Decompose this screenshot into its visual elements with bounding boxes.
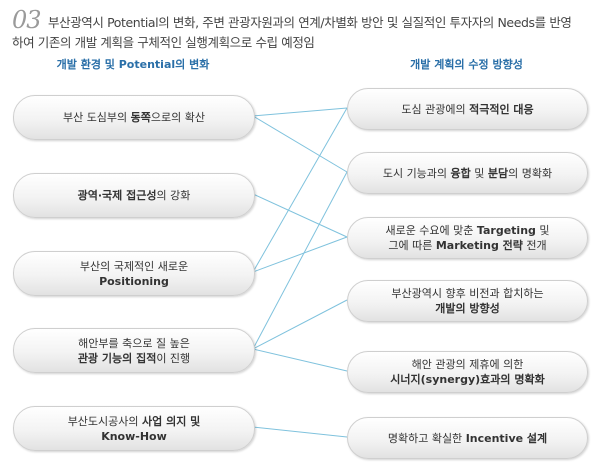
left-box-2-bold: 광역·국제 접근성 [77,189,157,202]
right-box-3-bold2: Marketing 전략 [435,239,523,252]
header-line-2: 하여 기존의 개발 계획을 구체적인 실행계획으로 수립 예정임 [12,35,315,50]
header-line-1: 부산광역시 Potential의 변화, 주변 관광자원과의 연계/차별화 방안… [48,15,572,30]
right-box-1-pre: 도심 관광에의 [401,102,470,116]
right-box-2-pre: 도시 기능과의 [382,166,451,180]
left-box-4-line1: 해안부를 축으로 질 높은 [78,336,190,350]
right-box-2-bold: 융합 [450,166,471,180]
right-box-2-post: 의 명확화 [508,166,553,180]
section-number: 03 [12,6,42,34]
connector-6 [252,171,348,350]
right-box-3: 새로운 수요에 맞춘 Targeting 및 그에 따른 Marketing 전… [347,217,588,259]
right-box-1-bold: 적극적인 대응 [469,102,534,116]
right-box-3-post: 및 [535,224,550,237]
left-box-3-line1: 부산의 국제적인 새로운 [79,259,189,273]
right-box-3-pre: 새로운 수요에 맞춘 [385,224,477,237]
left-box-5-pre: 부산도시공사의 [67,414,143,428]
connector-7 [252,299,348,350]
right-column-title: 개발 계획의 수정 방향성 [410,58,523,71]
right-box-5: 해안 관광의 제휴에 의한 시너지(synergy)효과의 명확화 [347,351,588,393]
connector-2 [252,115,348,173]
connector-4 [252,107,348,273]
connector-8 [252,348,348,372]
connector-3 [252,193,348,238]
right-box-1: 도심 관광에의 적극적인 대응 [347,88,588,130]
left-box-1-text: 부산 도심부의 [62,111,131,124]
connector-9 [252,426,348,438]
right-box-2: 도시 기능과의 융합 및 분담의 명확화 [347,152,588,194]
left-box-4: 해안부를 축으로 질 높은 관광 기능의 집적이 진행 [13,328,255,373]
right-box-5-line1: 해안 관광의 제휴에 의한 [411,358,524,371]
right-box-4-line1: 부산광역시 향후 비전과 합치하는 [391,287,544,300]
connector-5 [252,236,348,273]
left-box-5: 부산도시공사의 사업 의지 및 Know-How [13,406,255,451]
left-column-title: 개발 환경 및 Potential의 변화 [56,58,210,71]
left-box-2-post: 의 강화 [156,189,191,202]
left-box-4-post: 이 진행 [156,351,191,365]
right-box-3-post2: 전개 [522,239,547,252]
left-box-1: 부산 도심부의 동쪽으로의 확산 [13,95,255,140]
connector-1 [252,107,348,117]
right-box-5-line2: 시너지(synergy)효과의 명확화 [390,373,545,386]
right-box-4: 부산광역시 향후 비전과 합치하는 개발의 방향성 [347,280,588,322]
right-box-6-bold: Incentive 설계 [465,431,548,445]
right-box-2-mid: 및 [470,166,488,180]
right-box-2-bold2: 분담 [487,166,509,180]
left-box-3-line2: Positioning [99,274,169,288]
right-box-3-pre2: 그에 따른 [388,239,436,252]
right-box-4-line2: 개발의 방향성 [435,302,500,315]
right-box-3-bold: Targeting [476,224,536,237]
left-box-2: 광역·국제 접근성의 강화 [13,173,255,218]
right-box-6: 명확하고 확실한 Incentive 설계 [347,417,588,459]
left-box-5-bold: 사업 의지 및 [142,414,201,428]
right-box-6-pre: 명확하고 확실한 [387,431,466,445]
left-box-1-post: 으로의 확산 [150,111,206,124]
left-box-1-bold: 동쪽 [130,111,151,124]
left-box-3: 부산의 국제적인 새로운 Positioning [13,251,255,296]
left-box-5-line2: Know-How [101,429,167,443]
left-box-4-bold: 관광 기능의 집적 [77,351,157,365]
